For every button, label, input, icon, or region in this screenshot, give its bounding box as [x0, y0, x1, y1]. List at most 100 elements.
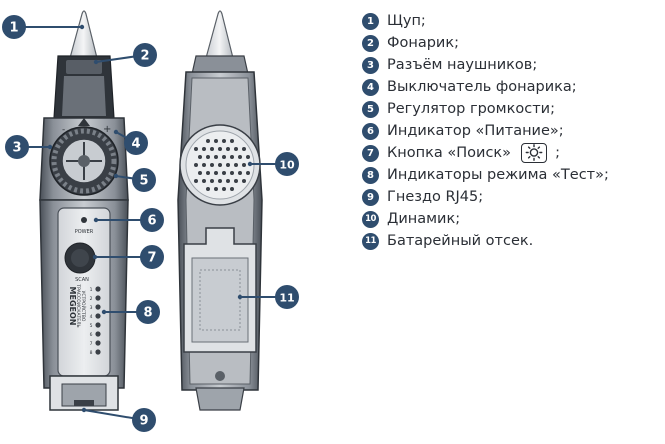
callout-number: 9: [139, 414, 148, 429]
test-led: [95, 331, 101, 337]
legend-text: Батарейный отсек.: [387, 233, 534, 249]
test-led-number: 1: [90, 287, 93, 293]
test-led: [95, 349, 101, 355]
speaker-hole: [202, 179, 206, 183]
speaker-hole: [234, 147, 238, 151]
callout-badge: [2, 15, 26, 39]
speaker-hole: [206, 155, 210, 159]
callout-anchor-dot: [79, 24, 85, 30]
model-label-2: УСТРОЙСТВО: [80, 291, 87, 322]
test-led-number: 8: [90, 350, 93, 356]
legend-badge: 4: [362, 78, 379, 96]
power-label: POWER: [75, 229, 94, 235]
callout-number: 11: [279, 292, 294, 305]
test-led-number: 3: [90, 305, 93, 311]
callout-badge: [133, 43, 157, 67]
flashlight-lens: [66, 60, 102, 74]
speaker-hole: [198, 171, 202, 175]
test-led: [95, 286, 101, 292]
probe-tip: [69, 10, 98, 59]
callout-number: 10: [279, 159, 295, 172]
callout-8: 8: [101, 300, 160, 324]
speaker-hole: [206, 139, 210, 143]
callout-anchor-dot: [47, 144, 53, 150]
speaker-hole: [230, 139, 234, 143]
callout-badge: [140, 208, 164, 232]
front-device: - + POWER SCAN MEGEON ТРАССОИСКАТЕЛЬ УСТ…: [39, 10, 129, 411]
speaker-hole: [234, 163, 238, 167]
speaker-hole: [218, 179, 222, 183]
speaker-hole: [242, 147, 246, 151]
callouts: 1 2 3 4 5 6 7 8 9 10 11: [2, 15, 299, 432]
legend-text: Щуп;: [387, 13, 426, 29]
scan-label: SCAN: [75, 277, 89, 283]
speaker-hole: [202, 147, 206, 151]
speaker-hole: [218, 163, 222, 167]
legend-badge: 6: [362, 122, 379, 140]
legend-text: Динамик;: [387, 211, 461, 227]
test-led: [95, 340, 101, 346]
speaker-hole: [194, 147, 198, 151]
speaker-hole: [226, 179, 230, 183]
power-indicator: [81, 217, 87, 223]
speaker-hole: [246, 171, 250, 175]
svg-text:+: +: [103, 124, 111, 135]
volume-dial: [49, 126, 119, 196]
scan-button[interactable]: [64, 242, 96, 274]
callout-number: 8: [143, 306, 152, 321]
legend-badge: 5: [362, 100, 379, 118]
model-label-1: ТРАССОИСКАТЕЛЬ: [75, 283, 81, 327]
speaker-hole: [214, 171, 218, 175]
speaker-hole: [194, 179, 198, 183]
callout-anchor-dot: [237, 294, 243, 300]
callout-badge: [124, 131, 148, 155]
speaker-hole: [206, 171, 210, 175]
speaker-hole: [238, 155, 242, 159]
speaker-hole: [210, 179, 214, 183]
legend-text: Разъём наушников;: [387, 57, 538, 73]
legend-text: Выключатель фонарика;: [387, 79, 577, 95]
test-led: [95, 304, 101, 310]
test-led-number: 4: [90, 314, 93, 320]
speaker-hole: [222, 139, 226, 143]
speaker-hole: [214, 187, 218, 191]
callout-anchor-dot: [93, 59, 99, 65]
callout-number: 2: [140, 49, 149, 64]
legend-badge: 10: [362, 210, 379, 228]
speaker-hole: [230, 187, 234, 191]
legend-text: Индикатор «Питание»;: [387, 123, 564, 139]
legend-badge: 3: [362, 56, 379, 74]
callout-badge: [275, 285, 299, 309]
legend-suffix: ;: [555, 145, 560, 161]
callout-9: 9: [81, 407, 156, 432]
legend-item-4: 4 Выключатель фонарика;: [362, 76, 662, 98]
callout-5: 5: [113, 168, 156, 192]
test-led-number: 6: [90, 332, 93, 338]
speaker-hole: [194, 163, 198, 167]
test-led-number: 7: [90, 341, 93, 347]
legend-text: Гнездо RJ45;: [387, 189, 484, 205]
test-led: [95, 295, 101, 301]
speaker-hole: [214, 139, 218, 143]
callout-badge: [132, 408, 156, 432]
battery-compartment: [183, 227, 257, 353]
speaker-hole: [230, 171, 234, 175]
legend-text: Фонарик;: [387, 35, 459, 51]
callout-1: 1: [2, 15, 85, 39]
speaker-hole: [242, 163, 246, 167]
legend-item-10: 10 Динамик;: [362, 208, 662, 230]
speaker-hole: [242, 179, 246, 183]
test-led-number: 2: [90, 296, 93, 302]
callout-number: 1: [9, 21, 18, 36]
svg-text:-: -: [62, 125, 65, 135]
legend-text: Индикаторы режима «Тест»;: [387, 167, 609, 183]
callout-anchor-dot: [113, 173, 119, 179]
speaker-hole: [238, 171, 242, 175]
callout-7: 7: [92, 245, 164, 269]
